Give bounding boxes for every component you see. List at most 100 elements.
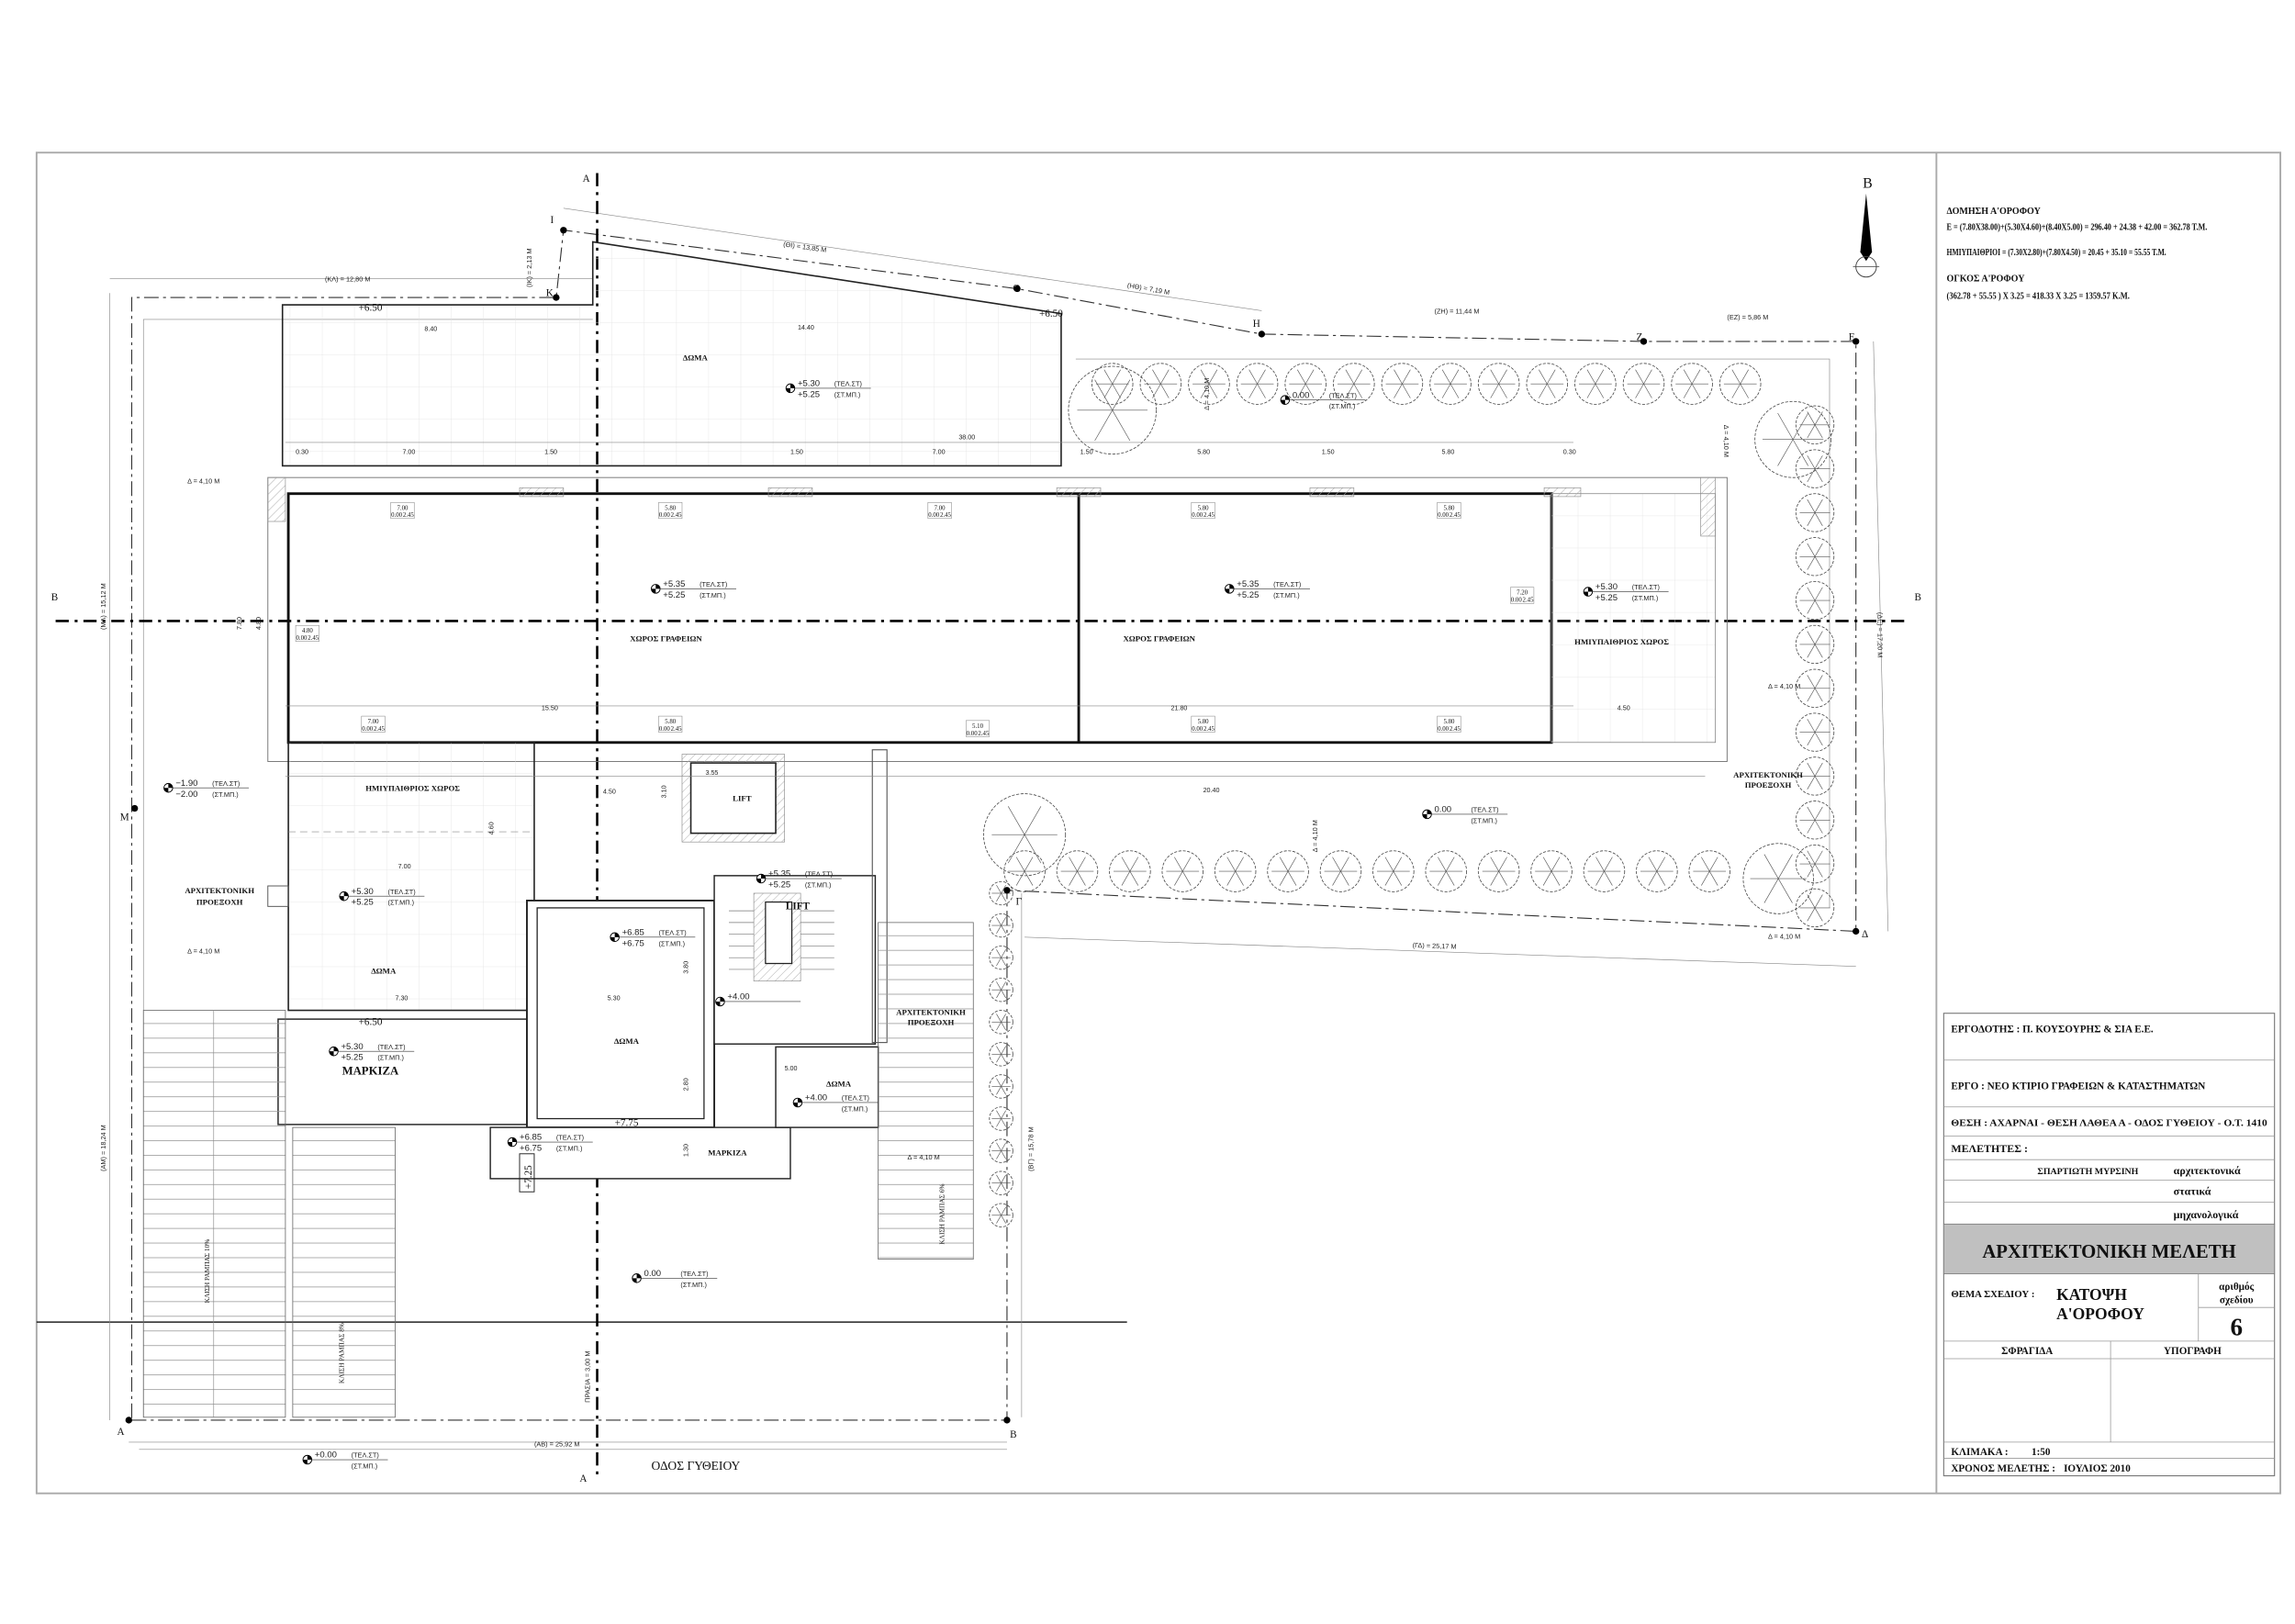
point-z: Ζ: [1637, 331, 1643, 342]
projection-label-e1: ΑΡΧΙΤΕΚΤΟΝΙΚΗ: [1733, 770, 1803, 779]
level-bottom-tag: (ΣΤ.ΜΠ.): [1632, 594, 1659, 602]
level-bottom: −2.00: [175, 790, 197, 800]
dim-ez: (ΕΖ) = 5,86 Μ: [1727, 313, 1768, 321]
dim-380: 3.80: [682, 961, 689, 974]
level-top: 0.00: [644, 1269, 662, 1279]
north-label: Β: [1863, 175, 1873, 191]
window-sill: 0.00: [1438, 726, 1450, 733]
discipline-mechanical: μηχανολογικά: [2174, 1208, 2239, 1221]
tree-icon: [1333, 363, 1375, 405]
window-head: 2.45: [671, 512, 683, 519]
tree-icon: [1319, 850, 1362, 892]
level-top: −1.90: [175, 778, 197, 789]
setback-ne: Δ = 4,10 Μ: [1722, 425, 1730, 457]
level-top: +4.00: [805, 1093, 827, 1103]
setback-n: Δ = 4,10 Μ: [1203, 378, 1211, 410]
point-h: Η: [1253, 319, 1260, 330]
level-marker: +0.00(ΤΕΛ.ΣΤ)(ΣΤ.ΜΠ.): [302, 1450, 388, 1471]
dim-2180: 21.80: [1171, 705, 1188, 712]
volume-formula: (362.78 + 55.55 ) Χ 3.25 = 418.33 Χ 3.25…: [1947, 292, 2131, 302]
window-width: 7.00: [935, 505, 946, 511]
level-bottom: +5.25: [768, 880, 790, 890]
tree-icon: [1161, 850, 1203, 892]
level-top-tag: (ΤΕΛ.ΣΤ): [1273, 580, 1301, 588]
designer-name: ΣΠΑΡΤΙΩΤΗ ΜΥΡΣΙΝΗ: [2037, 1167, 2138, 1177]
subject-line1: ΚΑΤΟΨΗ: [2056, 1285, 2127, 1304]
ramp-center: [292, 1126, 396, 1418]
north-roof: [281, 241, 1062, 467]
office-block: [286, 492, 1553, 745]
level-target-icon: [302, 1454, 313, 1465]
level-marker: 0.00(ΤΕΛ.ΣΤ)(ΣΤ.ΜΠ.): [1422, 805, 1508, 824]
volume-title: ΟΓΚΟΣ Α'ΡΟΦΟΥ: [1947, 274, 2026, 285]
level-bottom: +5.25: [352, 898, 374, 908]
setback-w1: Δ = 4,10 Μ: [187, 477, 219, 486]
window-head: 2.45: [374, 726, 386, 733]
level-bottom: +6.75: [520, 1144, 542, 1154]
level-bottom: +5.25: [663, 590, 685, 600]
height-725: +7.25: [523, 1165, 534, 1189]
level-bottom-tag: (ΣΤ.ΜΠ.): [700, 591, 726, 599]
dim-zh: (ΖΗ) = 11,44 Μ: [1435, 308, 1480, 316]
discipline-architectural: αρχιτεκτονικά: [2174, 1164, 2241, 1177]
tree-icon: [1477, 850, 1520, 892]
tree-icon: [1795, 537, 1835, 577]
level-marker: +6.85(ΤΕΛ.ΣΤ)+6.75(ΣΤ.ΜΠ.): [507, 1133, 593, 1154]
space-semi-open-west: ΗΜΙΥΠΑΙΘΡΙΟΣ ΧΩΡΟΣ: [365, 783, 460, 792]
level-bottom-tag: (ΣΤ.ΜΠ.): [805, 881, 832, 890]
dim-030-b: 0.30: [1563, 449, 1576, 456]
setback-e: Δ = 4,10 Μ: [1768, 682, 1800, 690]
scale-label: ΚΛΙΜΑΚΑ :: [1951, 1447, 2008, 1458]
tree-icon: [989, 913, 1013, 938]
level-target-icon: [1583, 587, 1594, 597]
level-top-tag: (ΤΕΛ.ΣΤ): [388, 888, 416, 896]
dim-bg: (ΒΓ) = 15,78 Μ: [1027, 1126, 1036, 1171]
tree-icon: [1795, 888, 1835, 928]
window-sill: 0.00: [1192, 512, 1203, 519]
level-bottom: +5.25: [798, 389, 820, 399]
tree-icon: [1636, 850, 1678, 892]
dim-780: 7.80: [236, 617, 243, 630]
tree-icon: [1795, 756, 1835, 796]
height-775: +7.75: [615, 1117, 639, 1128]
dim-1550: 15.50: [542, 705, 558, 712]
semi-open-formula: ΗΜΙΥΠΑΙΘΡΙΟΙ = (7.30Χ2.80)+(7.80Χ4.50) =…: [1947, 248, 2167, 258]
level-top-tag: (ΤΕΛ.ΣΤ): [680, 1270, 708, 1278]
tree-icon: [1109, 850, 1151, 892]
window-width: 4.80: [302, 628, 314, 634]
point-a: Α: [118, 1427, 125, 1438]
projection-label-w2: ΠΡΟΕΞΟΧΗ: [196, 898, 243, 907]
window-head: 2.45: [671, 726, 683, 733]
client: ΕΡΓΟΔΟΤΗΣ : Π. ΚΟΥΣΟΥΡΗΣ & ΣΙΑ Ε.Ε.: [1951, 1024, 2154, 1035]
level-bottom-tag: (ΣΤ.ΜΠ.): [352, 1462, 378, 1471]
dim-gd: (ΓΔ) = 25,17 Μ: [1413, 941, 1457, 951]
space-canopy-center: ΜΑΡΚΙΖΑ: [708, 1148, 747, 1157]
tree-icon: [989, 945, 1013, 970]
level-marker: 0.00(ΤΕΛ.ΣΤ)(ΣΤ.ΜΠ.): [1280, 390, 1366, 410]
dim-2040: 20.40: [1203, 787, 1220, 794]
setback-w2: Δ = 4,10 Μ: [187, 946, 219, 955]
point-d: Δ: [1862, 929, 1868, 940]
level-marker: +5.30(ΤΕΛ.ΣΤ)+5.25(ΣΤ.ΜΠ.): [329, 1042, 415, 1063]
window-sill: 0.00: [1511, 598, 1523, 604]
date-label: ΧΡΟΝΟΣ ΜΕΛΕΤΗΣ :: [1951, 1463, 2055, 1474]
level-bottom: +5.25: [341, 1053, 363, 1063]
window-sill: 0.00: [362, 726, 374, 733]
tree-icon: [989, 1138, 1013, 1163]
level-bottom-tag: (ΣΤ.ΜΠ.): [1329, 402, 1356, 410]
window-width: 5.80: [665, 719, 677, 725]
space-semi-open-east: ΗΜΙΥΠΑΙΘΡΙΟΣ ΧΩΡΟΣ: [1574, 637, 1669, 646]
window-sill: 0.00: [659, 726, 671, 733]
level-top: +6.85: [622, 927, 644, 937]
dim-355: 3.55: [705, 769, 718, 777]
designers-label: ΜΕΛΕΤΗΤΕΣ :: [1951, 1142, 2028, 1155]
tree-icon: [1795, 668, 1835, 708]
dim-450: 4.50: [1618, 705, 1630, 712]
dim-280: 2.80: [682, 1078, 689, 1091]
dim-ik: (ΙΚ) = 2,13 Μ: [525, 248, 533, 287]
level-marker: +4.00(ΤΕΛ.ΣΤ)(ΣΤ.ΜΠ.): [792, 1093, 879, 1114]
